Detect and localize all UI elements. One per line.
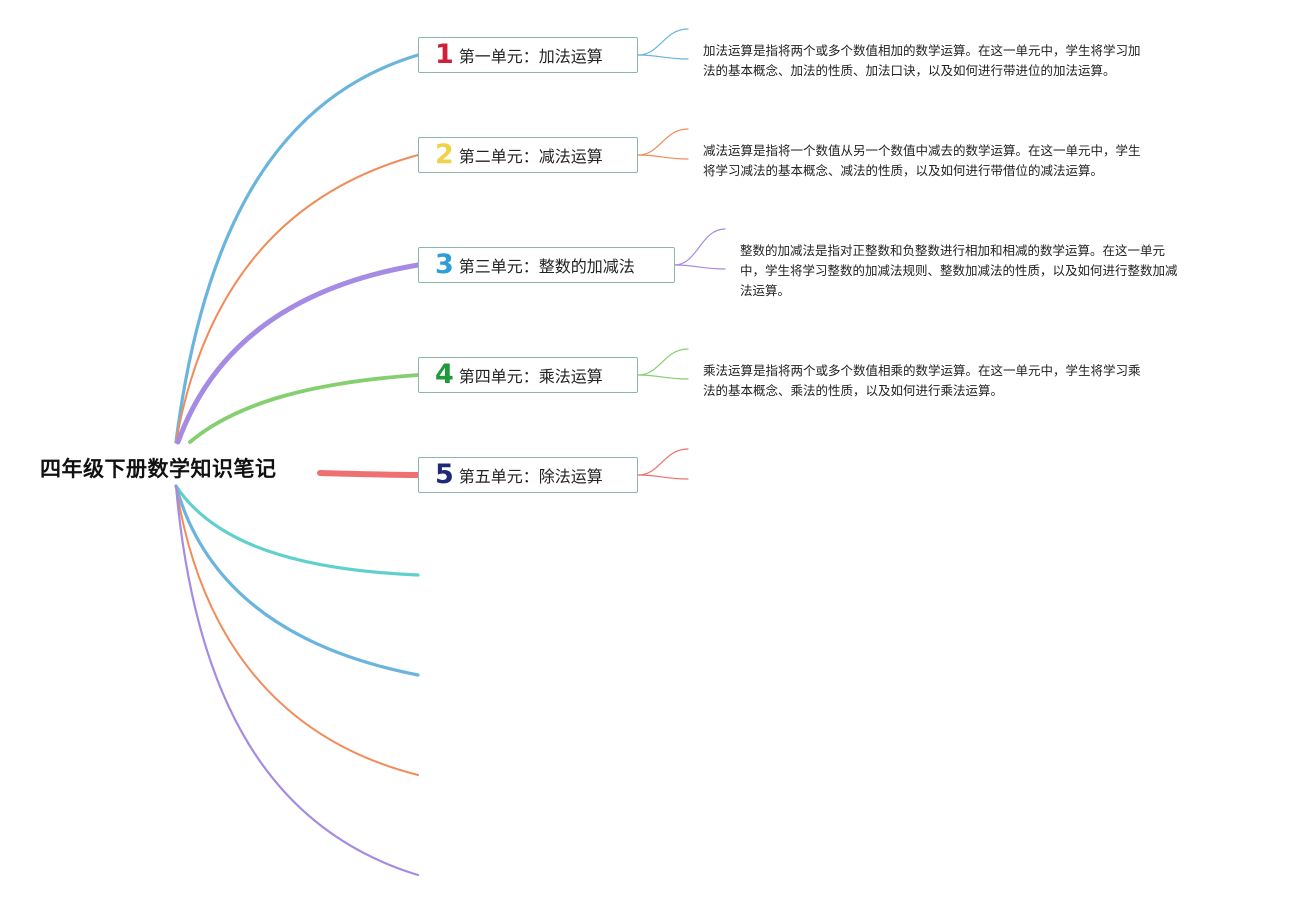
number-badge-4: 4	[435, 358, 454, 390]
number-badge-1: 1	[435, 38, 454, 70]
fork-line-upper	[637, 348, 689, 376]
branch-line-unit-5	[317, 470, 421, 478]
description-unit-4[interactable]: 乘法运算是指将两个或多个数值相乘的数学运算。在这一单元中，学生将学习乘 法的基本…	[703, 363, 1141, 398]
fork-line-lower	[637, 54, 689, 60]
topic-label: 第四单元：乘法运算	[458, 367, 603, 386]
topic-node-unit-2[interactable]: 2 第二单元：减法运算	[418, 137, 638, 173]
description-unit-1[interactable]: 加法运算是指将两个或多个数值相加的数学运算。在这一单元中，学生将学习加 法的基本…	[703, 43, 1141, 78]
description-unit-2[interactable]: 减法运算是指将一个数值从另一个数值中减去的数学运算。在这一单元中，学生 将学习减…	[703, 143, 1141, 178]
topic-node-unit-5[interactable]: 5 第五单元：除法运算	[418, 457, 638, 493]
topic-node-unit-3[interactable]: 3 第三单元：整数的加减法	[418, 247, 675, 283]
branch-line-unit-1	[174, 53, 420, 444]
number-badge-5: 5	[435, 458, 454, 490]
number-badge-3: 3	[435, 248, 454, 280]
fork-line-upper	[637, 128, 689, 156]
empty-branch-line	[174, 484, 420, 877]
fork-line-upper	[674, 228, 726, 266]
topic-label: 第三单元：整数的加减法	[458, 257, 635, 276]
topic-node-unit-1[interactable]: 1 第一单元：加法运算	[418, 37, 638, 73]
fork-line-lower	[637, 154, 689, 160]
branch-line-unit-2	[175, 154, 419, 443]
empty-branch-line	[174, 484, 420, 677]
fork-line-upper	[637, 28, 689, 56]
root-topic[interactable]: 四年级下册数学知识笔记	[40, 457, 277, 481]
branch-line-unit-3	[175, 262, 421, 445]
fork-line-lower	[637, 474, 689, 480]
fork-line-upper	[637, 448, 689, 476]
topic-node-unit-4[interactable]: 4 第四单元：乘法运算	[418, 357, 638, 393]
topic-label: 第二单元：减法运算	[458, 147, 603, 166]
fork-line-lower	[637, 374, 689, 380]
topic-label: 第一单元：加法运算	[458, 47, 603, 66]
description-unit-3[interactable]: 整数的加减法是指对正整数和负整数进行相加和相减的数学运算。在这一单元 中，学生将…	[740, 243, 1178, 298]
empty-branch-line	[174, 484, 420, 577]
fork-line-lower	[674, 264, 726, 270]
empty-branch-line	[175, 485, 419, 776]
topic-label: 第五单元：除法运算	[458, 467, 603, 486]
branch-line-unit-4	[188, 373, 420, 444]
number-badge-2: 2	[435, 138, 454, 170]
